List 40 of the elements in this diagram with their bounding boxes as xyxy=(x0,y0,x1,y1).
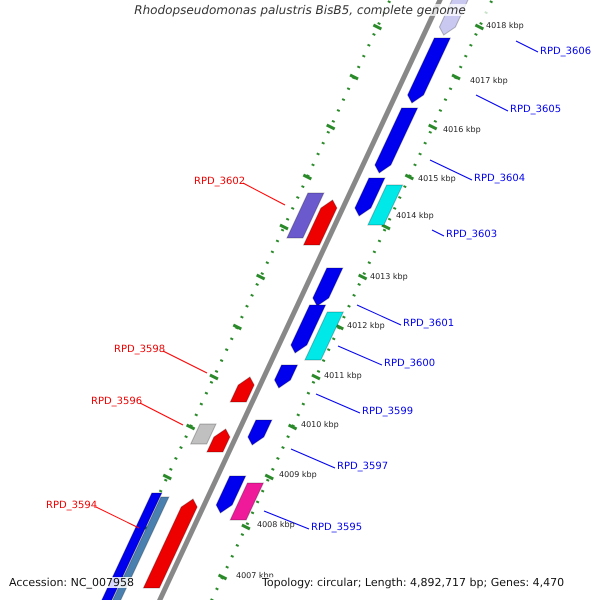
scale-label: 4007 kbp xyxy=(236,572,274,580)
gene-label: RPD_3605 xyxy=(510,105,562,115)
scale-label: 4012 kbp xyxy=(347,322,385,330)
leader-line xyxy=(432,230,444,236)
leader-line xyxy=(516,40,538,52)
gene-label: RPD_3594 xyxy=(46,501,98,511)
scale-label: 4018 kbp xyxy=(486,22,524,30)
scale-label: 4011 kbp xyxy=(324,372,362,380)
gene-label: RPD_3606 xyxy=(540,47,592,57)
leader-line xyxy=(338,346,382,366)
scale-label: 4016 kbp xyxy=(443,126,481,134)
leader-line xyxy=(242,182,286,206)
scale-label: 4014 kbp xyxy=(396,212,434,220)
leader-line xyxy=(356,304,402,326)
scale-label: 4010 kbp xyxy=(301,421,339,429)
leader-line xyxy=(476,94,508,112)
leader-line xyxy=(430,160,472,180)
footer-text: Accession: NC_007958 xyxy=(9,577,134,588)
leader-line xyxy=(264,510,310,530)
scale-label: 4008 kbp xyxy=(257,521,295,529)
gene-label: RPD_3602 xyxy=(194,177,246,187)
gene-label: RPD_3596 xyxy=(91,397,142,407)
leader-line xyxy=(96,506,140,528)
scale-label: 4009 kbp xyxy=(279,471,317,479)
gene-label: RPD_3595 xyxy=(311,523,362,533)
gene-label: RPD_3599 xyxy=(362,407,414,417)
leader-line xyxy=(316,394,360,414)
leader-line xyxy=(290,448,336,468)
scale-label: 4017 kbp xyxy=(470,77,508,85)
scale-label: 4015 kbp xyxy=(418,175,456,183)
scale-label: 4013 kbp xyxy=(370,273,408,281)
leader-line xyxy=(162,350,208,374)
gene-label: RPD_3598 xyxy=(114,345,166,355)
gene-label: RPD_3603 xyxy=(446,230,498,240)
gene-label: RPD_3597 xyxy=(337,462,388,472)
leader-line xyxy=(140,402,184,426)
gene-label: RPD_3604 xyxy=(474,174,526,184)
gene-label: RPD_3601 xyxy=(403,319,454,329)
footer-text: Topology: circular; Length: 4,892,717 bp; Genes: 4,470 xyxy=(262,577,564,588)
gene-label: RPD_3600 xyxy=(384,359,436,369)
